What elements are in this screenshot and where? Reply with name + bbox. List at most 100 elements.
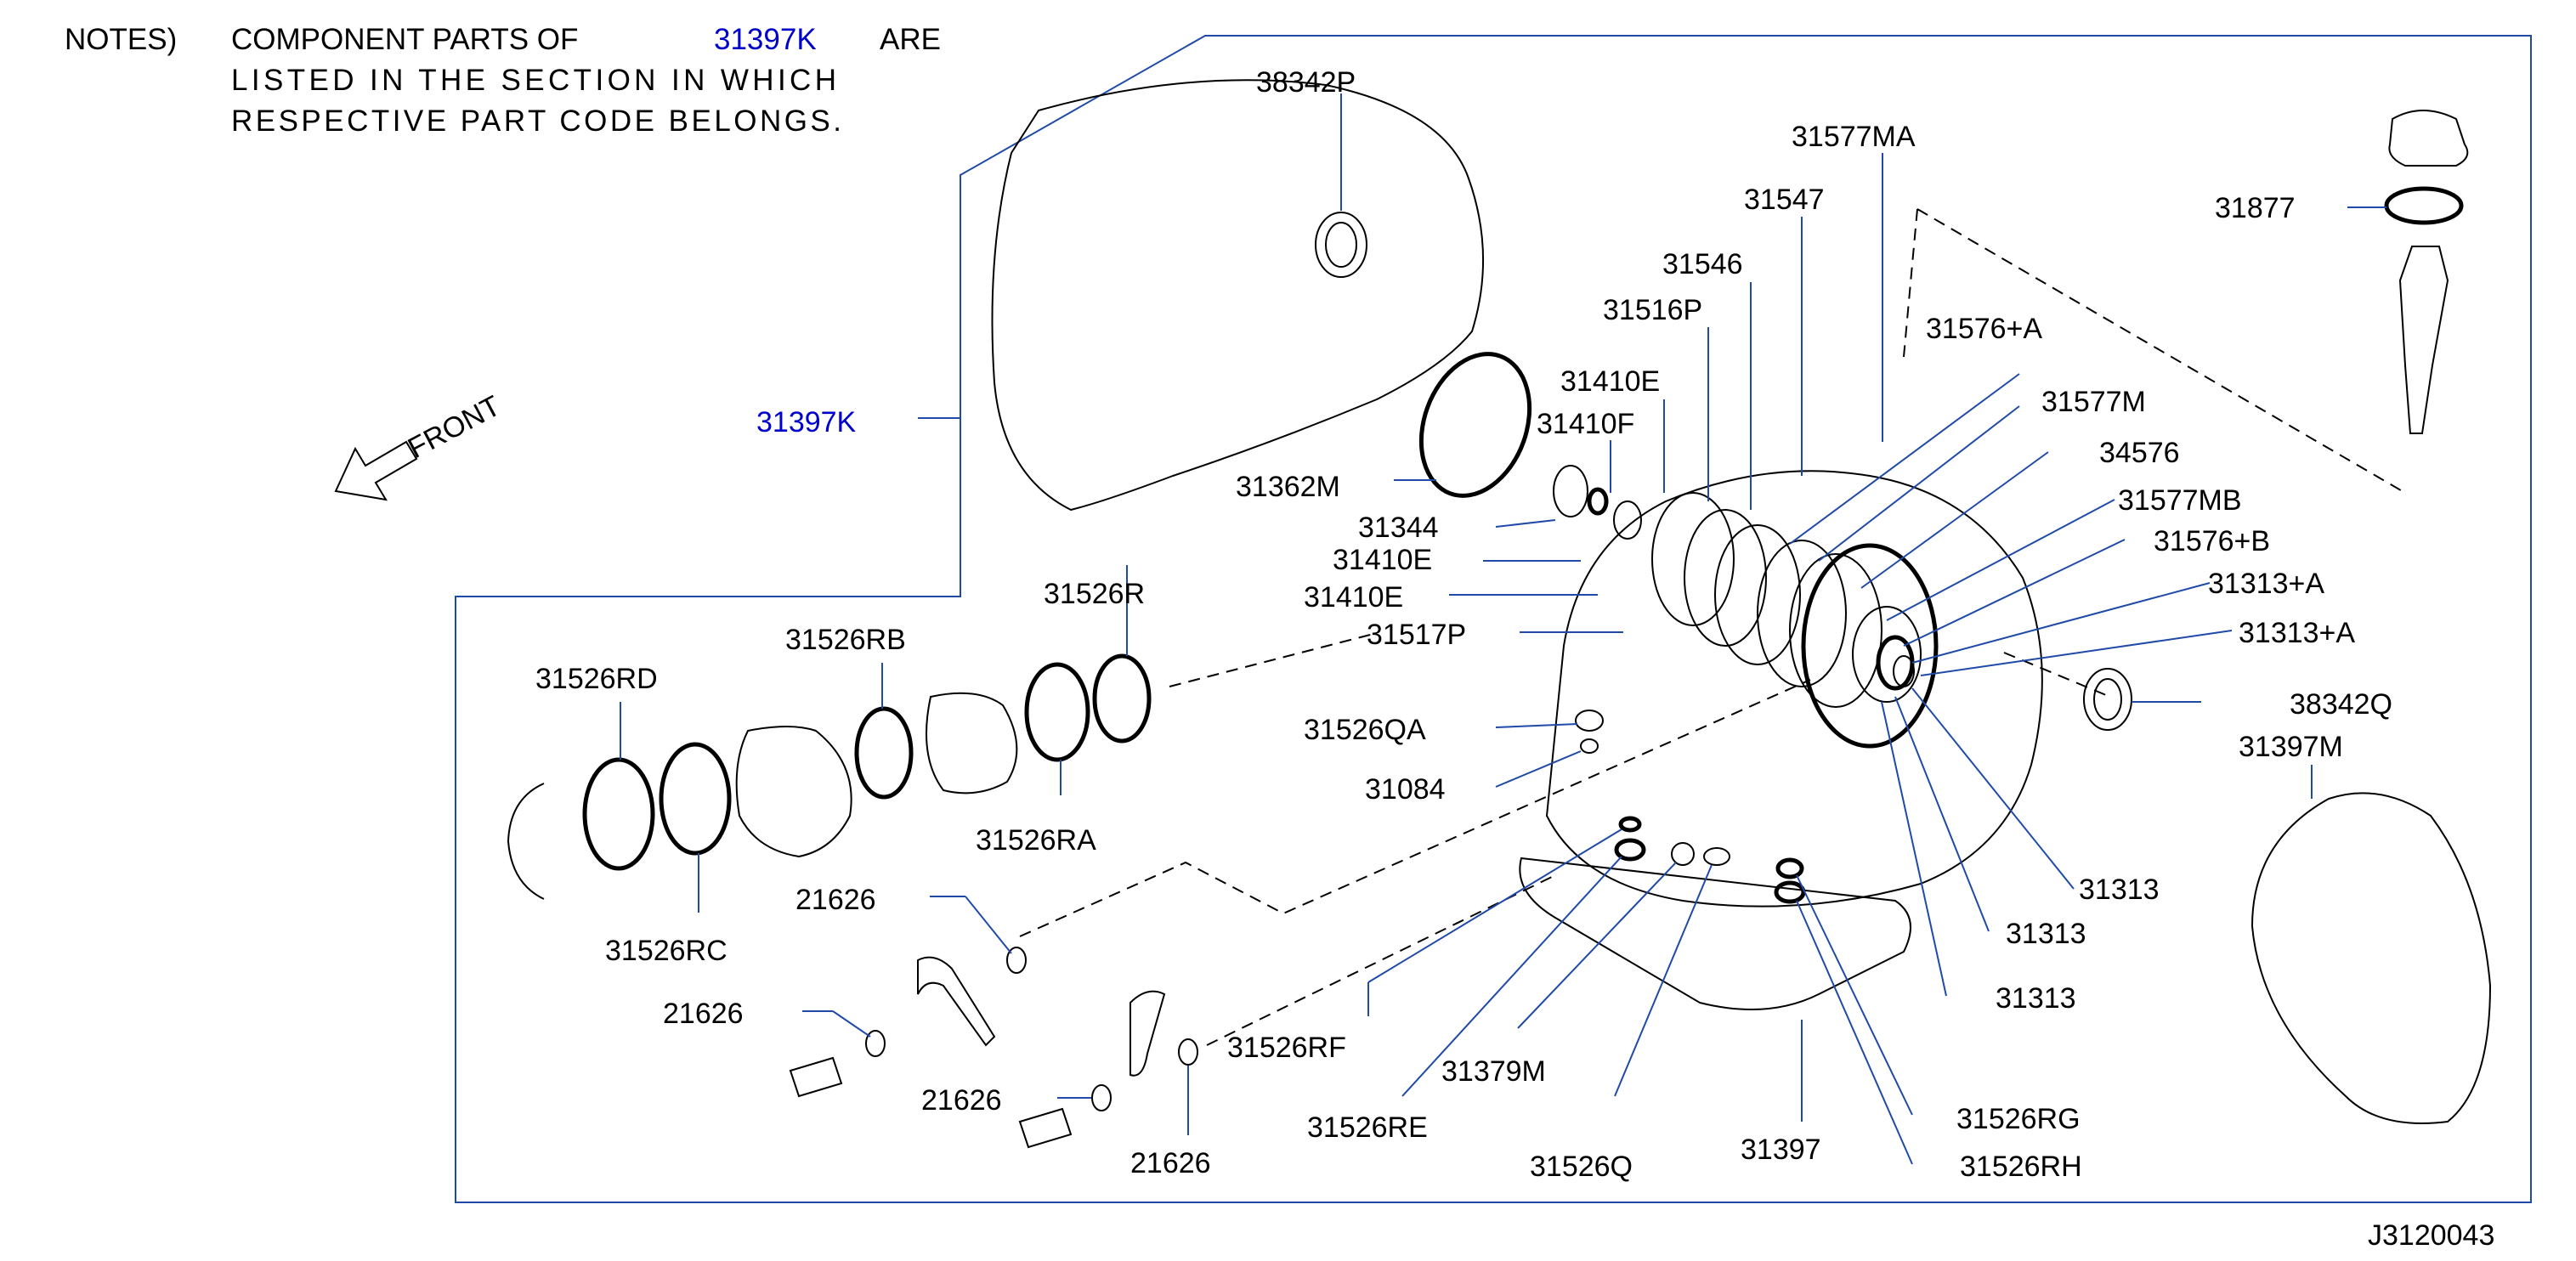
group-link-31397K[interactable]: 31397K (756, 406, 857, 438)
part-label[interactable]: 31526RG (1956, 1103, 2081, 1135)
assembly-line-31877 (1903, 208, 2406, 494)
part-label[interactable]: 31577MB (2118, 484, 2242, 517)
part-label[interactable]: 31410E (1560, 365, 1660, 398)
plate-31546 (1684, 509, 1767, 647)
part-label[interactable]: 31517P (1367, 619, 1466, 651)
oil-pan-outline (1519, 857, 1911, 1010)
notes-line3: RESPECTIVE PART CODE BELONGS. (231, 105, 841, 138)
part-label[interactable]: 31576+A (1926, 313, 2042, 345)
front-label: FRONT (403, 390, 506, 466)
seal-38342P-inner (1325, 222, 1357, 268)
part-label[interactable]: 34576 (2099, 437, 2180, 469)
part-label[interactable]: 31313 (2079, 874, 2160, 906)
sleeve-2 (926, 692, 1018, 794)
seal-38342P (1315, 212, 1367, 278)
part-label[interactable]: 31877 (2215, 192, 2296, 224)
part-label[interactable]: 31526R (1044, 578, 1145, 610)
part-label[interactable]: 31577M (2041, 386, 2146, 418)
clutch-pack (1553, 465, 1939, 749)
front-arrow-icon: FRONT (334, 390, 506, 501)
part-label[interactable]: 31526Q (1530, 1151, 1633, 1183)
ring-31084 (1580, 738, 1599, 754)
leader-lines (620, 93, 2386, 1165)
part-label[interactable]: 31410E (1333, 544, 1432, 576)
seal-kit-left (507, 653, 1152, 900)
part-label[interactable]: 31344 (1358, 512, 1439, 544)
seal-38342Q-inner (2093, 678, 2122, 721)
part-label[interactable]: 31397M (2239, 731, 2343, 763)
part-label[interactable]: 31576+B (2154, 525, 2270, 557)
notes-block: NOTES) COMPONENT PARTS OF 31397K ARE LIS… (65, 23, 941, 138)
part-label[interactable]: 31526RE (1307, 1111, 1428, 1144)
part-label[interactable]: 21626 (795, 884, 876, 916)
part-label[interactable]: 31546 (1662, 248, 1743, 280)
part-label[interactable]: 31577MA (1792, 121, 1916, 153)
part-label[interactable]: 31362M (1236, 471, 1340, 503)
hub-31577MB (1852, 606, 1922, 703)
part-label[interactable]: 31547 (1744, 184, 1825, 216)
ring-31410F (1587, 487, 1609, 516)
part-label[interactable]: 31526RA (976, 824, 1096, 857)
ring-31526R (1092, 653, 1152, 744)
part-label[interactable]: 31313+A (2208, 568, 2324, 600)
ring-31526RH (1774, 880, 1806, 904)
washer-31344 (1553, 465, 1588, 517)
part-labels: 38342P 31577MA 31547 31877 31546 31516P … (535, 66, 2392, 1183)
ring-31313-inner (1893, 655, 1915, 687)
part-label[interactable]: 21626 (1130, 1147, 1211, 1179)
part-label[interactable]: 31526RC (605, 935, 728, 967)
assembly-line-38342Q (2003, 652, 2107, 696)
ring-31526RB (854, 706, 914, 800)
group-boundary-31397K (455, 35, 2532, 1203)
part-label[interactable]: 31526RH (1960, 1151, 2082, 1183)
seal-31526QA (1575, 710, 1604, 732)
notes-part-code-link[interactable]: 31397K (714, 23, 817, 56)
rear-cover-outline (2250, 792, 2492, 1124)
part-label[interactable]: 31526QA (1304, 714, 1426, 746)
part-label[interactable]: 31516P (1603, 294, 1702, 326)
o-ring-31877 (2384, 186, 2464, 225)
part-label[interactable]: 21626 (921, 1084, 1002, 1117)
part-label[interactable]: 31526RD (535, 663, 658, 695)
part-label[interactable]: 31410E (1304, 581, 1403, 614)
ring-31526RA (1024, 662, 1090, 762)
connector-assembly-31877 (2384, 110, 2469, 434)
ring-31526RC (659, 742, 732, 856)
plate-31547 (1714, 524, 1801, 665)
assembly-line-21626 (1019, 679, 1811, 937)
disc-34576 (1801, 543, 1939, 749)
plate-31577MA (1757, 540, 1847, 687)
notes-prefix: NOTES) (65, 23, 177, 56)
sleeve-1 (735, 726, 852, 858)
part-label[interactable]: 31379M (1441, 1055, 1546, 1088)
part-label[interactable]: 38342P (1256, 66, 1356, 99)
assembly-line-31526R (1169, 632, 1378, 687)
ring-31379M (1671, 842, 1695, 866)
ring-31526RE (1614, 838, 1646, 862)
part-label[interactable]: 31397 (1741, 1134, 1821, 1166)
part-label[interactable]: 31313 (2006, 918, 2086, 950)
snap-ring (507, 783, 545, 900)
part-label[interactable]: 21626 (663, 998, 744, 1030)
o-ring-31362M (1418, 352, 1532, 498)
part-label[interactable]: 31313 (1996, 982, 2076, 1015)
piston-31516P (1651, 492, 1735, 626)
part-label[interactable]: 31410F (1537, 408, 1634, 440)
notes-line1-end: ARE (880, 23, 941, 56)
part-label[interactable]: 31313+A (2239, 617, 2355, 649)
seal-38342Q (2083, 668, 2132, 731)
diagram-id: J3120043 (2368, 1219, 2494, 1252)
ring-31526RG (1775, 857, 1804, 879)
part-label[interactable]: 31084 (1365, 773, 1446, 806)
part-label[interactable]: 38342Q (2290, 688, 2392, 721)
pipe-1 (917, 956, 996, 1047)
part-label[interactable]: 31526RB (785, 624, 906, 656)
ring-31526Q (1703, 847, 1730, 866)
pipes-bolts (789, 947, 1198, 1149)
notes-line2: LISTED IN THE SECTION IN WHICH (231, 64, 836, 97)
part-label[interactable]: 31526RF (1227, 1032, 1346, 1064)
ring-31410E (1613, 500, 1642, 540)
bolt-2 (1018, 1107, 1073, 1149)
bolt-1 (789, 1056, 843, 1098)
